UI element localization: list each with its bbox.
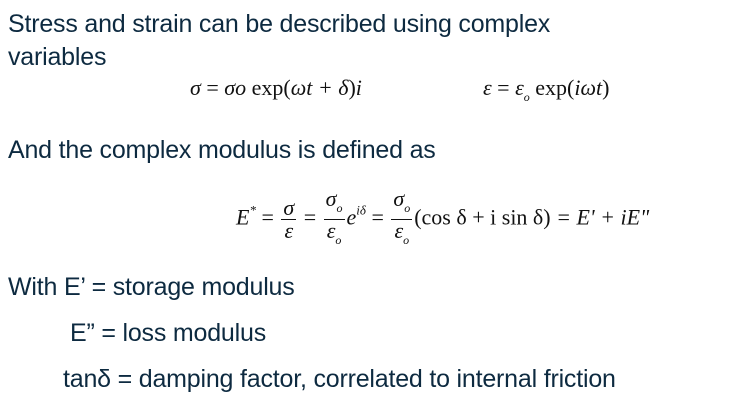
subscript-o: o <box>523 90 530 104</box>
subscript-o: o <box>336 201 343 215</box>
intro-line-2: variables <box>8 43 107 71</box>
star-superscript: * <box>249 202 256 218</box>
strain-equation: ε = εo exp(iωt) <box>483 75 609 105</box>
sigma: σ <box>393 186 405 211</box>
denominator: εo <box>324 220 345 251</box>
modulus-symbol: E <box>236 204 250 230</box>
denominator: ε <box>284 218 294 243</box>
definition-damping-factor: tanδ = damping factor, correlated to int… <box>63 365 616 393</box>
subscript-o: o <box>403 233 410 247</box>
intro-line-1: Stress and strain can be described using… <box>8 10 551 38</box>
definition-loss-modulus: E” = loss modulus <box>70 319 266 347</box>
equals-sign: = <box>365 204 390 230</box>
numerator: σo <box>391 186 413 220</box>
equals-sign: = <box>298 204 322 230</box>
denominator: εo <box>391 220 412 251</box>
strain-amplitude: ε <box>515 75 524 100</box>
equals-sign: = <box>200 75 225 100</box>
imaginary-unit: i <box>355 75 362 100</box>
trig-expression: (cos δ + i sin δ) <box>414 204 551 230</box>
subscript-o: o <box>335 233 342 247</box>
sigma-symbol: σ <box>190 75 201 100</box>
sigma: σ <box>325 186 337 211</box>
close-paren: ) <box>602 75 610 100</box>
close-paren: ) <box>348 75 356 100</box>
exp-superscript: iδ <box>356 202 366 218</box>
equals-sign: = <box>491 75 516 100</box>
numerator: σo <box>323 186 345 220</box>
epsilon: ε <box>394 218 404 243</box>
strain-argument: iωt <box>574 75 603 100</box>
modulus-intro: And the complex modulus is defined as <box>8 136 436 164</box>
exp-function: exp( <box>246 75 291 100</box>
stress-equation: σ = σo exp(ωt + δ)i <box>190 75 362 101</box>
epsilon: ε <box>326 218 336 243</box>
equals-sign: = <box>255 204 280 230</box>
subscript-o: o <box>404 201 411 215</box>
exp-base: e <box>346 204 357 230</box>
stress-amplitude: σo <box>224 75 247 100</box>
exp-function: exp( <box>529 75 575 100</box>
stress-argument: ωt + δ <box>290 75 349 100</box>
numerator: σ <box>281 195 297 220</box>
definition-storage-modulus: With E’ = storage modulus <box>8 273 295 301</box>
storage-loss-sum: = E' + iE" <box>550 204 650 230</box>
epsilon-symbol: ε <box>483 75 492 100</box>
